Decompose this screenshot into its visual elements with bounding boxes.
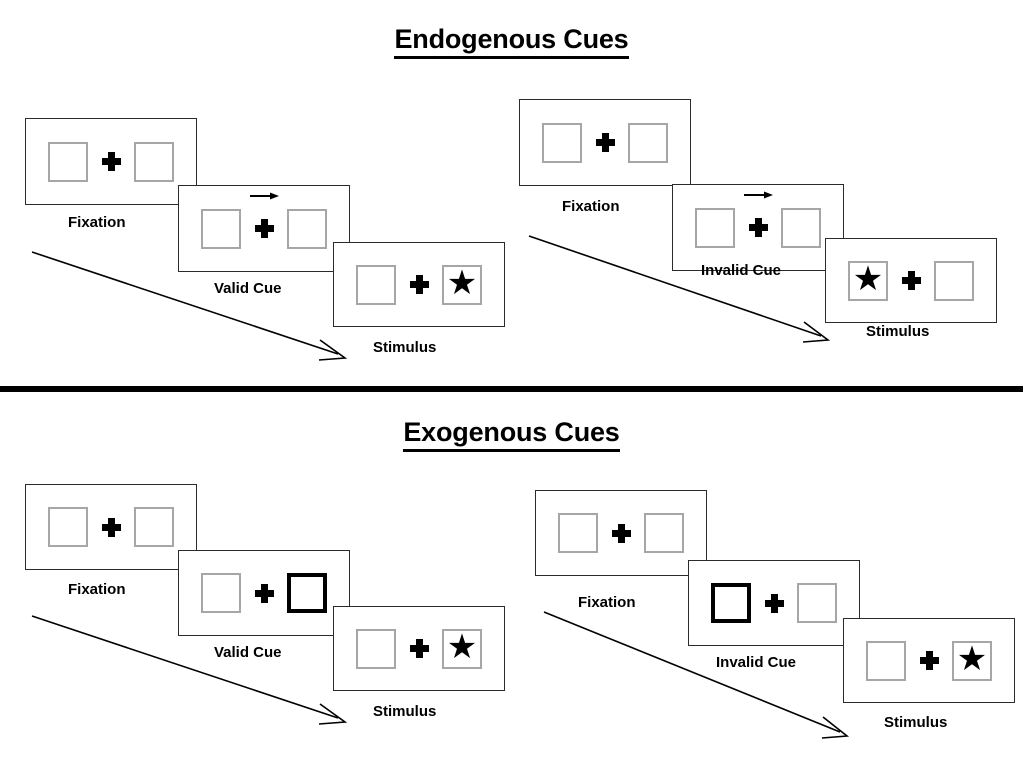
frame-content: ★ ★ — [48, 504, 174, 550]
caption-endogenous-invalid-cue: Invalid Cue — [701, 262, 782, 279]
fixation-cross-wrap — [751, 580, 797, 626]
star-icon: ★ — [446, 263, 478, 302]
left-box: ★ — [201, 208, 241, 249]
frame-content: ★ ★ — [711, 580, 837, 626]
frame-exogenous-invalid-cue: ★ ★ — [688, 560, 860, 646]
section-title-exogenous-text: Exogenous Cues — [403, 417, 620, 452]
fixation-cross-wrap — [88, 504, 134, 550]
caption-endogenous-invalid-stimulus: Stimulus — [866, 323, 930, 340]
fixation-cross-icon — [409, 639, 429, 658]
left-box: ★ — [695, 207, 735, 248]
section-title-exogenous: Exogenous Cues — [0, 417, 1023, 452]
frame-exogenous-valid-cue: ★ ★ — [178, 550, 350, 636]
right-box: ★ — [287, 208, 327, 249]
caption-exogenous-valid-cue: Valid Cue — [214, 644, 282, 661]
right-box: ★ — [134, 507, 174, 547]
fixation-cross-wrap — [888, 258, 934, 304]
fixation-cross-wrap — [582, 120, 628, 166]
fixation-cross-wrap — [88, 139, 134, 185]
left-box: ★ — [48, 141, 88, 182]
right-box: ★ — [952, 639, 992, 681]
frame-content: ★ ★ — [356, 262, 482, 308]
left-box: ★ — [201, 573, 241, 613]
arrow-right-icon — [250, 192, 279, 199]
caption-exogenous-invalid-cue: Invalid Cue — [716, 654, 797, 671]
fixation-cross-wrap — [598, 510, 644, 556]
right-box: ★ — [442, 627, 482, 669]
right-box: ★ — [442, 263, 482, 305]
frame-endogenous-valid-stimulus: ★ ★ — [333, 242, 505, 327]
star-icon: ★ — [956, 639, 988, 678]
fixation-cross-wrap — [735, 191, 781, 251]
frame-content: ★ ★ — [48, 139, 174, 185]
fixation-cross-wrap — [396, 262, 442, 308]
frame-content: ★ ★ — [848, 258, 974, 304]
caption-exogenous-valid-fixation: Fixation — [68, 581, 126, 598]
frame-exogenous-valid-stimulus: ★ ★ — [333, 606, 505, 691]
fixation-cross-icon — [254, 219, 274, 238]
star-icon: ★ — [446, 627, 478, 666]
right-box: ★ — [934, 260, 974, 301]
caption-endogenous-valid-cue: Valid Cue — [214, 280, 282, 297]
caption-exogenous-valid-stimulus: Stimulus — [373, 703, 437, 720]
caption-endogenous-valid-fixation: Fixation — [68, 214, 126, 231]
left-box: ★ — [356, 264, 396, 305]
fixation-cross-icon — [101, 517, 121, 537]
fixation-cross-icon — [901, 271, 921, 290]
right-box: ★ — [644, 513, 684, 553]
frame-content: ★ ★ — [356, 626, 482, 672]
frame-endogenous-valid-cue: ★ ★ — [178, 185, 350, 272]
frame-content: ★ ★ — [201, 570, 327, 616]
section-title-endogenous-text: Endogenous Cues — [394, 24, 629, 59]
fixation-cross-icon — [611, 523, 631, 543]
frame-endogenous-invalid-fixation: ★ ★ — [519, 99, 691, 186]
caption-exogenous-invalid-fixation: Fixation — [578, 594, 636, 611]
left-box: ★ — [866, 640, 906, 681]
left-box: ★ — [542, 122, 582, 163]
fixation-cross-icon — [595, 133, 615, 152]
fixation-cross-icon — [919, 651, 939, 670]
left-box: ★ — [558, 513, 598, 553]
caption-exogenous-invalid-stimulus: Stimulus — [884, 714, 948, 731]
fixation-cross-icon — [101, 152, 121, 171]
right-box: ★ — [781, 207, 821, 248]
left-box-cued: ★ — [711, 583, 751, 623]
frame-exogenous-invalid-fixation: ★ ★ — [535, 490, 707, 576]
fixation-cross-icon — [764, 593, 784, 613]
left-box: ★ — [848, 259, 888, 301]
fixation-cross-icon — [409, 275, 429, 294]
fixation-cross-wrap — [241, 192, 287, 252]
fixation-cross-wrap — [241, 570, 287, 616]
frame-content: ★ ★ — [866, 638, 992, 684]
frame-content: ★ ★ — [695, 191, 821, 251]
fixation-cross-icon — [254, 583, 274, 603]
frame-content: ★ ★ — [201, 192, 327, 252]
fixation-cross-wrap — [396, 626, 442, 672]
left-box: ★ — [48, 507, 88, 547]
frame-content: ★ ★ — [542, 120, 668, 166]
right-box: ★ — [797, 583, 837, 623]
frame-endogenous-invalid-cue: ★ ★ — [672, 184, 844, 271]
right-box: ★ — [134, 141, 174, 182]
frame-endogenous-invalid-stimulus: ★ ★ — [825, 238, 997, 323]
fixation-cross-icon — [748, 218, 768, 237]
caption-endogenous-valid-stimulus: Stimulus — [373, 339, 437, 356]
right-box: ★ — [628, 122, 668, 163]
right-box-cued: ★ — [287, 573, 327, 613]
left-box: ★ — [356, 628, 396, 669]
fixation-cross-wrap — [906, 638, 952, 684]
frame-content: ★ ★ — [558, 510, 684, 556]
caption-endogenous-invalid-fixation: Fixation — [562, 198, 620, 215]
star-icon: ★ — [852, 259, 884, 298]
frame-endogenous-valid-fixation: ★ ★ — [25, 118, 197, 205]
arrow-right-icon — [744, 191, 773, 198]
frame-exogenous-invalid-stimulus: ★ ★ — [843, 618, 1015, 703]
section-divider — [0, 386, 1023, 392]
section-title-endogenous: Endogenous Cues — [0, 24, 1023, 59]
frame-exogenous-valid-fixation: ★ ★ — [25, 484, 197, 570]
